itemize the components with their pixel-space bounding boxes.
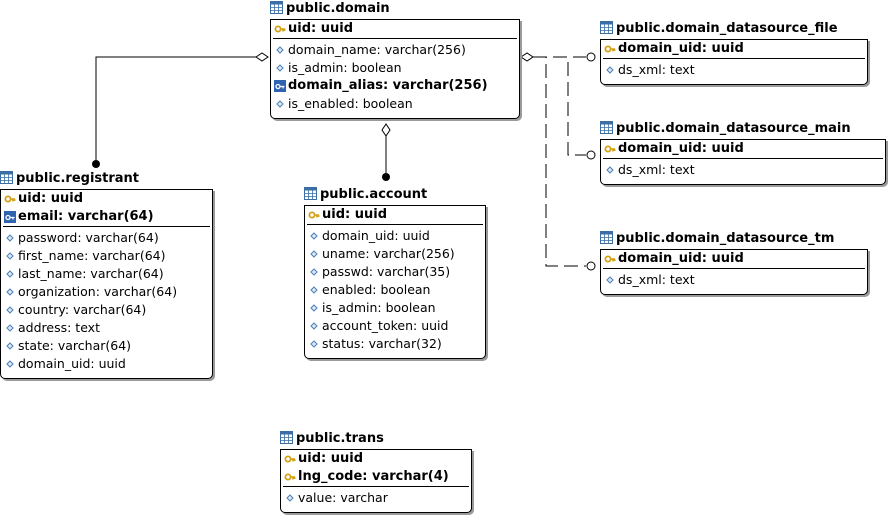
column-row[interactable]: account_token: uuid <box>305 317 485 335</box>
relation-registrant-end-dot <box>92 160 100 168</box>
table-icon <box>270 1 286 16</box>
column-row[interactable]: address: text <box>1 319 212 337</box>
column-row[interactable]: value: varchar <box>281 489 471 507</box>
key-separator <box>307 224 483 225</box>
column-row[interactable]: domain_uid: uuid <box>305 227 485 245</box>
table-icon <box>600 21 616 36</box>
column-row[interactable]: domain_alias: varchar(256) <box>271 77 519 95</box>
table-icon <box>0 171 16 186</box>
column-row[interactable]: ds_xml: text <box>601 161 885 179</box>
key-separator <box>603 268 865 269</box>
table-title: public.registrant <box>0 170 213 188</box>
key-separator <box>603 158 883 159</box>
primary-key-row[interactable]: uid: uuid <box>305 206 485 224</box>
table-title: public.trans <box>280 430 472 448</box>
relation-domain-end-diamond <box>255 52 269 62</box>
primary-key-row[interactable]: uid: uuid <box>1 190 212 208</box>
table-body: uid: uuid domain_name: varchar(256)is_adm… <box>270 19 520 119</box>
column-row[interactable]: status: varchar(32) <box>305 335 485 353</box>
key-separator <box>273 38 517 39</box>
column-row[interactable]: is_admin: boolean <box>271 59 519 77</box>
column-row[interactable]: ds_xml: text <box>601 61 867 79</box>
table-body: domain_uid: uuid ds_xml: text <box>600 249 868 295</box>
column-row[interactable]: password: varchar(64) <box>1 229 212 247</box>
primary-key-row[interactable]: domain_uid: uuid <box>601 40 867 58</box>
key-separator <box>283 486 469 487</box>
column-row[interactable]: passwd: varchar(35) <box>305 263 485 281</box>
table-body: domain_uid: uuid ds_xml: text <box>600 39 868 85</box>
column-row[interactable]: ds_xml: text <box>601 271 867 289</box>
column-row[interactable]: is_admin: boolean <box>305 299 485 317</box>
column-row[interactable]: enabled: boolean <box>305 281 485 299</box>
column-row[interactable]: last_name: varchar(64) <box>1 265 212 283</box>
table-icon <box>304 187 320 202</box>
column-row[interactable]: country: varchar(64) <box>1 301 212 319</box>
primary-key-row[interactable]: uid: uuid <box>281 450 471 468</box>
column-row[interactable]: domain_name: varchar(256) <box>271 41 519 59</box>
primary-key-row[interactable]: domain_uid: uuid <box>601 250 867 268</box>
relation-domain-end-diamond <box>381 123 391 137</box>
column-row[interactable]: organization: varchar(64) <box>1 283 212 301</box>
table-icon <box>280 431 296 446</box>
relation-domain-end-diamond <box>520 52 534 62</box>
primary-key-row[interactable]: email: varchar(64) <box>1 208 212 226</box>
column-row[interactable]: domain_uid: uuid <box>1 355 212 373</box>
table-title: public.domain_datasource_tm <box>600 230 868 248</box>
column-row[interactable]: is_enabled: boolean <box>271 95 519 113</box>
table-title: public.domain_datasource_main <box>600 120 886 138</box>
key-separator <box>603 58 865 59</box>
column-row[interactable]: state: varchar(64) <box>1 337 212 355</box>
relation-ds-main-end-circle <box>586 150 596 160</box>
relation-domain-ds-tm <box>533 56 586 267</box>
table-icon <box>600 121 616 136</box>
table-title: public.account <box>304 186 486 204</box>
table-title: public.domain_datasource_file <box>600 20 868 38</box>
primary-key-row[interactable]: domain_uid: uuid <box>601 140 885 158</box>
table-body: domain_uid: uuid ds_xml: text <box>600 139 886 185</box>
primary-key-row[interactable]: lng_code: varchar(4) <box>281 468 471 486</box>
relation-ds-file-end-circle <box>586 52 596 62</box>
primary-key-row[interactable]: uid: uuid <box>271 20 519 38</box>
relation-domain-registrant <box>95 56 262 163</box>
key-separator <box>3 226 210 227</box>
table-title: public.domain <box>270 0 520 18</box>
relation-domain-ds-main <box>533 56 586 156</box>
table-icon <box>600 231 616 246</box>
table-public-domain[interactable]: public.domain uid: uuid domain_name: varch… <box>270 0 520 119</box>
column-row[interactable]: first_name: varchar(64) <box>1 247 212 265</box>
relation-ds-tm-end-circle <box>586 261 596 271</box>
relation-account-end-dot <box>382 173 390 181</box>
column-row[interactable]: uname: varchar(256) <box>305 245 485 263</box>
